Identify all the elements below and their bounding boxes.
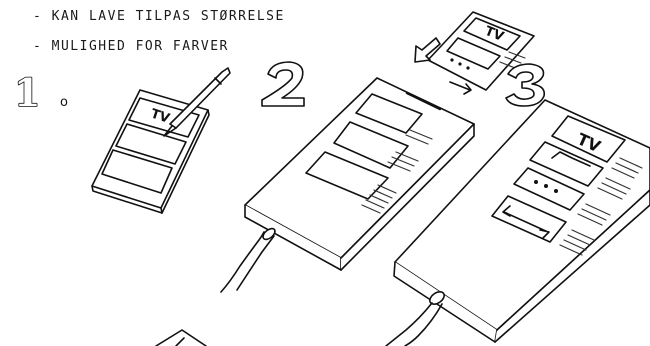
note-line-2: - MULIGHED FOR FARVER: [33, 39, 229, 54]
card-2-arrow-icon: [450, 82, 471, 94]
note-line-1: - KAN LAVE TILPAS STØRRELSE: [33, 9, 285, 24]
remote-3-dot-2: [544, 184, 548, 188]
remote-3-cable: [386, 303, 432, 346]
partial-shape: [156, 330, 206, 346]
remote-3-dot-1: [534, 180, 538, 184]
step-1-card-with-pen: 1 o TV: [14, 68, 230, 213]
partial-shape-inner: [176, 338, 184, 346]
remote-3-dot-3: [554, 189, 558, 193]
card-2-dot: [450, 58, 453, 61]
step-number-1: 1: [14, 70, 40, 115]
step-number-3: [506, 64, 544, 106]
step-1-dot: o: [60, 95, 68, 110]
handwritten-notes: - KAN LAVE TILPAS STØRRELSE - MULIGHED F…: [33, 9, 285, 54]
card-2-dot-3: [466, 66, 469, 69]
card-2-inserted: [428, 12, 534, 90]
partial-sketch-bottom: [156, 330, 206, 346]
step-number-2: [262, 62, 304, 106]
card-2-dot-2: [458, 62, 461, 65]
remote-2-cable-plug: [261, 226, 277, 241]
